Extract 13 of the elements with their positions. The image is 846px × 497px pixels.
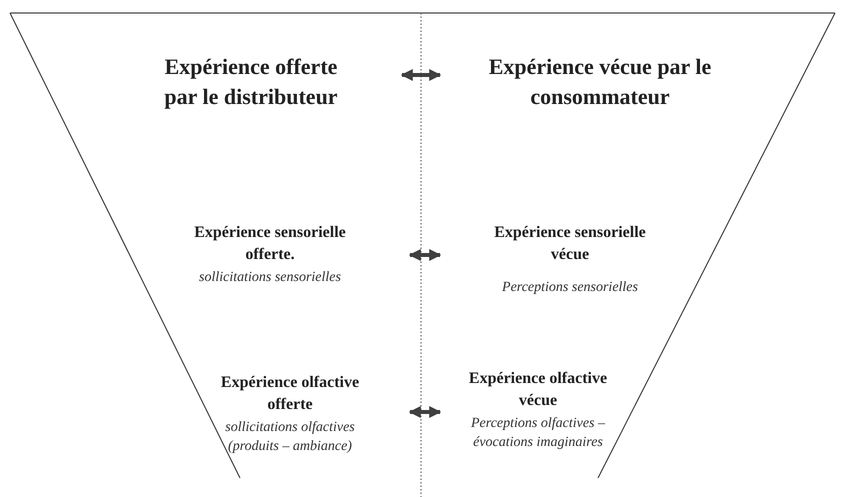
double-arrow bbox=[400, 69, 442, 81]
description-text: sollicitations olfactives (produits – ambiance) bbox=[224, 419, 356, 456]
heading-text: Expérience sensorielle vécue bbox=[493, 223, 647, 265]
double-arrow bbox=[408, 249, 442, 261]
description-text: Perceptions olfactives – évocations imaginaires bbox=[470, 415, 606, 452]
heading-text: Expérience sensorielle offerte. bbox=[193, 223, 347, 265]
heading-text: Expérience offerte par le distributeur bbox=[163, 53, 339, 111]
description-text: sollicitations sensorielles bbox=[199, 269, 341, 287]
description-text: Perceptions sensorielles bbox=[502, 279, 638, 297]
heading-text: Expérience vécue par le consommateur bbox=[488, 53, 712, 111]
heading-text: Expérience olfactive vécue bbox=[468, 369, 608, 411]
double-arrow bbox=[408, 406, 442, 418]
heading-text: Expérience olfactive offerte bbox=[220, 373, 360, 415]
